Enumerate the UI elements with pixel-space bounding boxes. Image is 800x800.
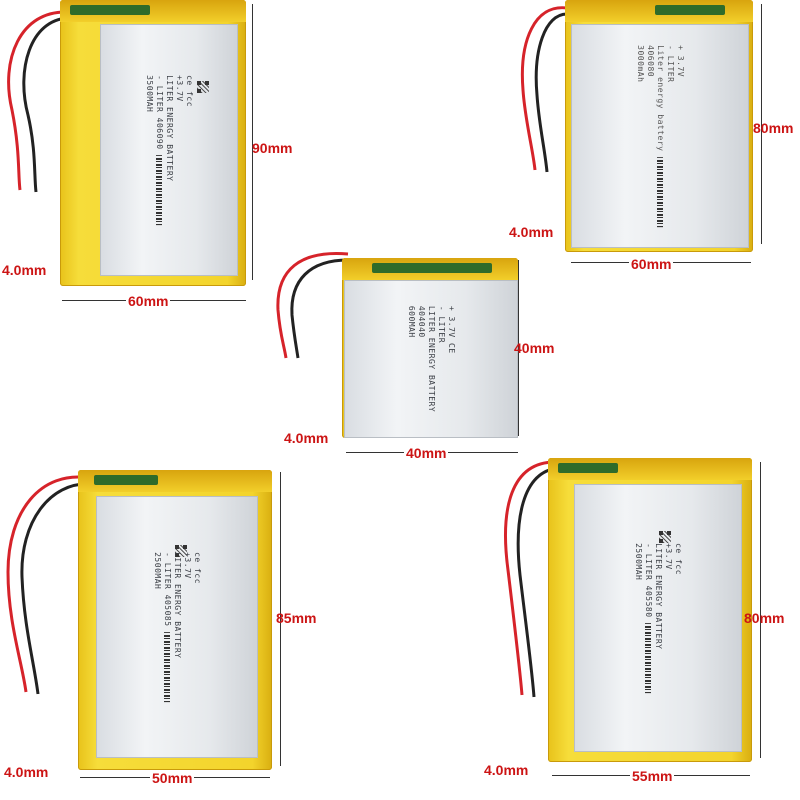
length-dimension-line xyxy=(280,472,281,766)
width-dimension: 50mm xyxy=(150,770,195,786)
thickness-dimension: 4.0mm xyxy=(4,764,49,780)
barcode-icon xyxy=(164,631,171,702)
thickness-dimension: 4.0mm xyxy=(509,224,554,240)
battery-label: ce fcc +3.7V LITER ENERGY BATTERY - LITE… xyxy=(100,24,238,276)
qr-code-icon xyxy=(197,81,209,93)
battery-405085: ce fcc +3.7V LITER ENERGY BATTERY - LITE… xyxy=(0,462,330,800)
barcode-icon xyxy=(657,156,664,227)
length-dimension-line xyxy=(252,4,253,280)
width-dimension: 40mm xyxy=(404,445,449,461)
battery-405580: ce fcc +3.7V LITER ENERGY BATTERY - LITE… xyxy=(480,450,800,800)
battery-cell: ce fcc +3.7V LITER ENERGY BATTERY - LITE… xyxy=(548,458,752,762)
pcb-board xyxy=(94,475,158,485)
thickness-dimension: 4.0mm xyxy=(484,762,529,778)
pcb-board xyxy=(70,5,150,15)
thickness-dimension: 4.0mm xyxy=(2,262,47,278)
length-dimension-line xyxy=(518,260,519,436)
width-dimension: 60mm xyxy=(629,256,674,272)
battery-406090: ce fcc +3.7V LITER ENERGY BATTERY - LITE… xyxy=(0,0,340,320)
label-text: ce fcc +3.7V LITER ENERGY BATTERY - LITE… xyxy=(144,75,194,225)
length-dimension: 80mm xyxy=(744,610,785,626)
width-dimension: 60mm xyxy=(126,293,171,309)
barcode-icon xyxy=(156,154,163,225)
length-dimension: 40mm xyxy=(514,340,555,356)
battery-label: + 3.7V CE - LITER LITER ENERGY BATTERY 4… xyxy=(344,280,518,438)
pcb-board xyxy=(372,263,492,273)
thickness-dimension: 4.0mm xyxy=(284,430,329,446)
battery-404040: + 3.7V CE - LITER LITER ENERGY BATTERY 4… xyxy=(270,240,570,465)
length-dimension-line xyxy=(761,4,762,244)
battery-label: + 3.7V - LITER Liter energy battery 4060… xyxy=(571,24,749,248)
length-dimension-line xyxy=(760,462,761,758)
battery-label: ce fcc +3.7V LITER ENERGY BATTERY - LITE… xyxy=(574,484,742,752)
pcb-board xyxy=(655,5,725,15)
battery-cell: + 3.7V - LITER Liter energy battery 4060… xyxy=(565,0,753,252)
length-dimension: 85mm xyxy=(276,610,317,626)
length-dimension: 80mm xyxy=(753,120,794,136)
label-text: ce fcc +3.7V LITER ENERGY BATTERY - LITE… xyxy=(633,543,683,693)
battery-cell: + 3.7V CE - LITER LITER ENERGY BATTERY 4… xyxy=(342,258,518,438)
barcode-icon xyxy=(645,622,652,693)
width-dimension: 55mm xyxy=(630,768,675,784)
battery-406080: + 3.7V - LITER Liter energy battery 4060… xyxy=(505,0,800,280)
label-text: ce fcc +3.7V LITER ENERGY BATTERY - LITE… xyxy=(152,552,202,702)
label-text: + 3.7V - LITER Liter energy battery 4060… xyxy=(635,45,685,227)
battery-cell: ce fcc +3.7V LITER ENERGY BATTERY - LITE… xyxy=(60,0,246,286)
label-text: + 3.7V CE - LITER LITER ENERGY BATTERY 4… xyxy=(407,305,456,413)
length-dimension: 90mm xyxy=(252,140,293,156)
pcb-board xyxy=(558,463,618,473)
qr-code-icon xyxy=(175,545,187,557)
qr-code-icon xyxy=(659,531,671,543)
battery-cell: ce fcc +3.7V LITER ENERGY BATTERY - LITE… xyxy=(78,470,272,770)
battery-label: ce fcc +3.7V LITER ENERGY BATTERY - LITE… xyxy=(96,496,258,758)
